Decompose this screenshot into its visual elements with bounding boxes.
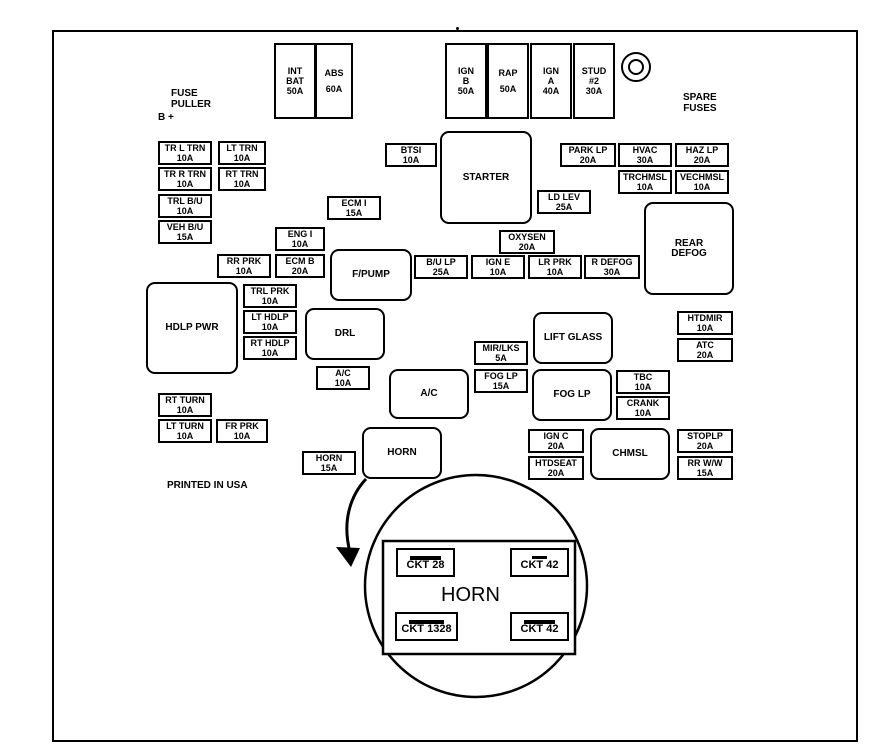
relay-hdlp-pwr[interactable]: HDLP PWR (146, 282, 238, 374)
relay-lift-glass[interactable]: LIFT GLASS (533, 312, 613, 364)
ckt-42-top-terminal: CKT 42 (510, 548, 569, 577)
relay-fog-lp[interactable]: FOG LP (532, 369, 612, 421)
ckt-42-bottom-terminal: CKT 42 (510, 612, 569, 641)
horn-detail-title: HORN (441, 584, 500, 606)
relay-fpump[interactable]: F/PUMP (330, 249, 412, 301)
relay-starter[interactable]: STARTER (440, 131, 532, 224)
stud-terminal-inner-icon (628, 59, 644, 75)
b-plus-label: B + (158, 112, 174, 123)
relay-chmsl[interactable]: CHMSL (590, 428, 670, 480)
ckt-1328-terminal: CKT 1328 (395, 612, 458, 641)
relay-ac[interactable]: A/C (389, 369, 469, 419)
speck-dot (456, 27, 459, 30)
relay-drl[interactable]: DRL (305, 308, 385, 360)
fuse-block-frame (52, 30, 858, 742)
printed-label: PRINTED IN USA (167, 480, 248, 491)
relay-horn[interactable]: HORN (362, 427, 442, 479)
ckt-28-terminal: CKT 28 (396, 548, 455, 577)
